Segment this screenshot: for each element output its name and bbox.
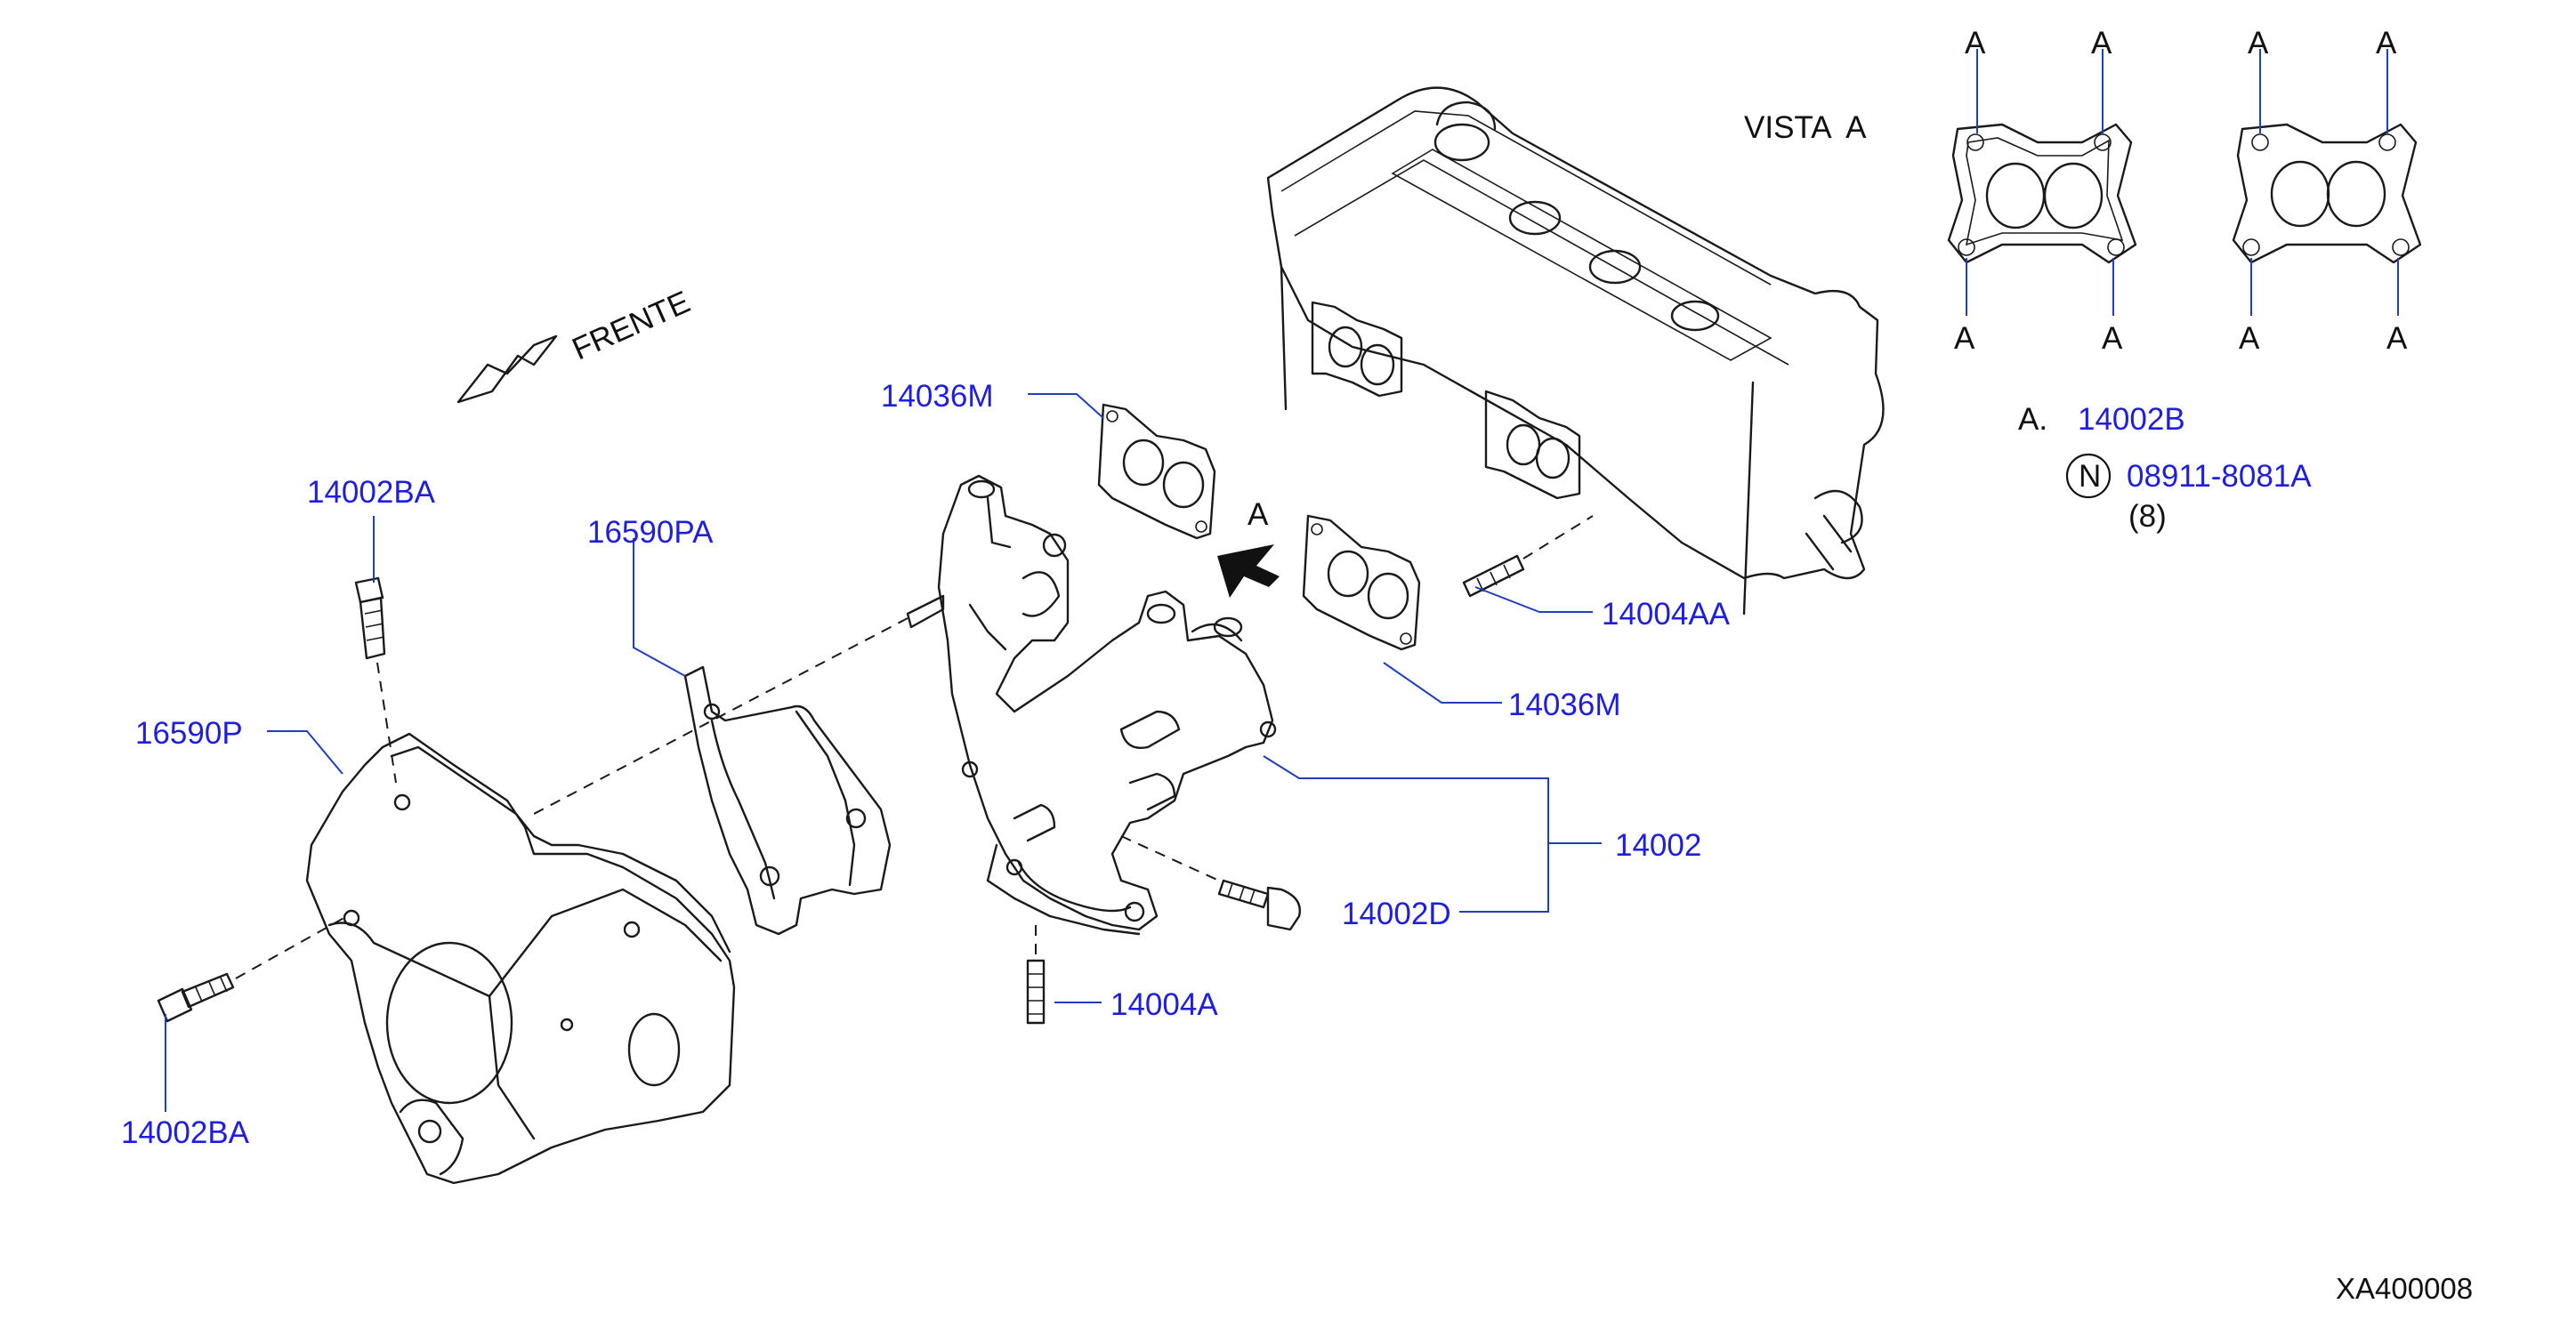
front-label: FRENTE (567, 285, 695, 367)
view-a-point-label: A (2102, 321, 2123, 356)
view-a-point-label: A (1965, 26, 1986, 60)
view-a-point-label: A (2376, 26, 2397, 60)
note-quantity: (8) (2128, 499, 2167, 534)
view-a-point-label: A (2386, 321, 2408, 356)
gasket-14036M-upper (1097, 403, 1216, 540)
leader-lines (165, 393, 1602, 1112)
part-label-14036M-lower[interactable]: 14036M (1508, 688, 1620, 722)
heat-shield-insulator-16590PA (683, 665, 892, 936)
gasket-14036M-lower (1302, 514, 1421, 651)
view-a-arrow-letter: A (1248, 497, 1269, 532)
stud-14004AA (1462, 515, 1594, 598)
view-a-gasket-right (2232, 49, 2422, 316)
note-part-08911-8081A[interactable]: 08911-8081A (2127, 459, 2312, 494)
cylinder-head-outline (1266, 86, 1885, 616)
note-part-14002B[interactable]: 14002B (2078, 402, 2185, 437)
view-a-gasket-left (1947, 49, 2137, 316)
part-label-14002BA-lower[interactable]: 14002BA (121, 1115, 250, 1150)
part-label-14002D[interactable]: 14002D (1342, 897, 1451, 931)
n-symbol-circle (2065, 453, 2112, 499)
bolt-14002BA-upper (354, 576, 397, 784)
bolt-14002D (1217, 879, 1301, 931)
part-label-16590PA[interactable]: 16590PA (587, 515, 714, 550)
view-a-point-label: A (2091, 26, 2112, 60)
vista-a-title: VISTA A (1744, 110, 1867, 145)
part-label-14004AA[interactable]: 14004AA (1602, 597, 1731, 632)
part-label-14036M-upper[interactable]: 14036M (881, 379, 993, 414)
view-a-arrow-icon (1217, 544, 1280, 598)
part-label-14002[interactable]: 14002 (1615, 828, 1701, 863)
bolt-14002BA-lower (157, 915, 348, 1023)
note-prefix: A. (2018, 402, 2047, 437)
part-label-14002BA-upper[interactable]: 14002BA (307, 475, 436, 510)
exhaust-manifold-14002 (533, 474, 1277, 936)
heat-shield-16590P (305, 732, 736, 1185)
view-a-point-label: A (2239, 321, 2260, 356)
front-arrow-icon (456, 334, 558, 404)
view-a-point-label: A (2248, 26, 2269, 60)
diagram-reference-code: XA400008 (2336, 1272, 2473, 1305)
n-symbol-letter: N (2079, 459, 2101, 494)
part-label-14004A[interactable]: 14004A (1110, 987, 1218, 1022)
stud-14004A (1026, 925, 1046, 1025)
part-label-16590P[interactable]: 16590P (135, 716, 243, 751)
view-a-point-label: A (1954, 321, 1975, 356)
